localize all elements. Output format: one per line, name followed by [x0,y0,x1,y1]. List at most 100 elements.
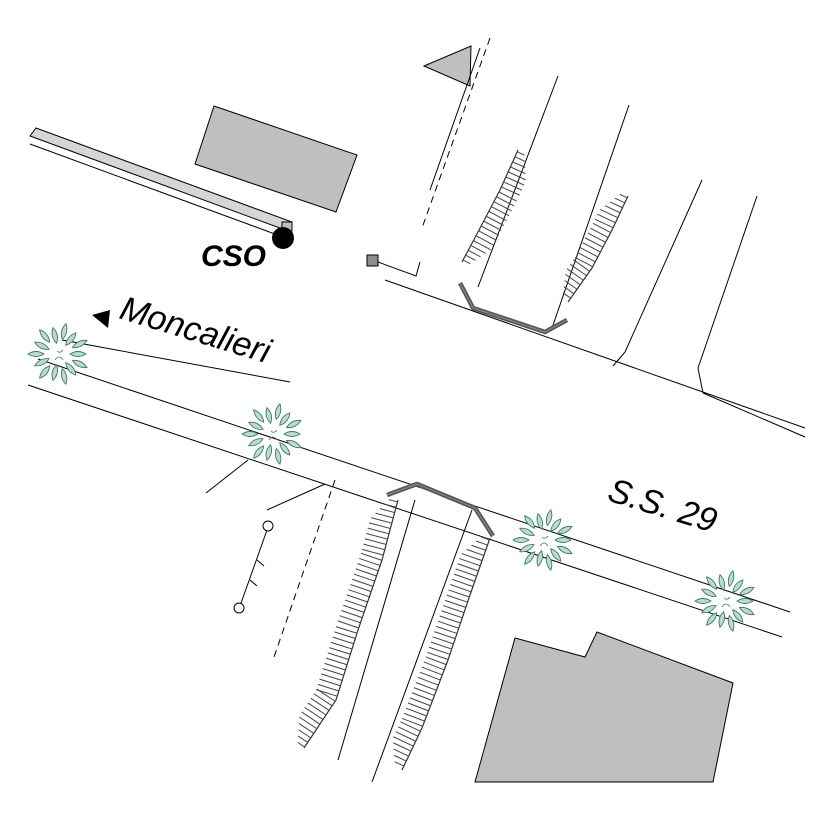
slope-south-left-tick [359,557,381,567]
tree-leaf [512,537,530,543]
tree-leaf [518,527,535,536]
direction-label: Moncalieri [116,289,277,371]
slope-south-right-tick [461,553,483,562]
slope-south-right-tick [480,536,490,541]
tree-leaf [274,447,282,466]
slope-south-left-tick [297,741,305,748]
slope-south-left-tick [297,735,308,743]
north-line-2 [477,75,559,288]
slope-north-left-tick [473,240,491,251]
north-line-4a [624,179,703,353]
south-line-d [371,509,473,783]
slope-north-left-tick [470,244,486,254]
tree-leaf [253,445,265,459]
flag-icon [422,45,472,87]
slope-north-left-edge [461,149,519,263]
north-small-path [377,261,421,277]
slope-south-left-tick [298,729,312,739]
slope-south-left-tick [316,688,336,702]
south-line-c [337,499,416,761]
slope-south-left-tick [301,711,321,725]
slope-south-right-tick [455,568,477,577]
tree-leaf [706,576,718,590]
slope-south-left-tick [322,668,344,676]
tree-leaf [241,431,259,437]
slope-north-right [562,193,629,303]
slope-south-right-tick [400,721,421,732]
slope-south-right-tick [435,625,458,634]
north-line-3 [551,104,630,329]
slope-north-right-edge [567,195,629,303]
slope-south-left-tick [369,522,391,529]
tree-leaf [27,351,45,357]
slope-south-left-tick [334,631,356,639]
rail-strip [29,127,293,238]
slope-south-right-tick [393,748,409,757]
slope-south-left-tick [357,563,379,572]
tree-leaf [51,363,58,382]
slope-south-right-tick [407,702,429,712]
slope-north-left-tick [462,259,471,265]
slope-south-right-tick [421,666,443,676]
slope-south-right-tick [459,558,481,567]
tree-leaf [556,525,573,535]
slope-south-left-tick [344,599,366,608]
tree-center [539,535,549,547]
cso-label: CSO [201,240,266,273]
slope-north-left-tick [488,210,507,222]
slope-south-right-tick [405,707,427,717]
slope-south-left-tick [319,678,341,687]
south-line-a [205,459,249,494]
tree-leaf [732,579,744,593]
tree-leaf [732,609,744,623]
slope-south-right-tick [428,646,451,655]
road-north-edge [384,279,806,429]
tree-icon [27,322,88,386]
slope-north-left-tick [478,230,497,241]
slope-south-left-tick [332,636,354,645]
sign-post-top [262,520,274,532]
slope-south-left-tick [363,543,385,551]
tree-leaf [65,332,77,346]
slope-south-left-tick [388,499,398,503]
slope-south-left-tick [375,512,394,519]
tree-leaf [718,573,725,592]
slope-south-left-tick [325,657,348,666]
tree-leaf [524,551,536,565]
slope-north-left-tick [480,225,500,236]
slope-south-right-tick [450,584,472,593]
slope-south-left-tick [327,652,349,660]
slope-south-left-tick [348,589,370,598]
slope-north-left-tick [512,161,526,168]
sign-tick-1 [256,559,265,567]
ramp-north-inner [459,282,568,333]
slope-south-left-tick [317,683,339,692]
slope-south-right-tick [393,742,412,752]
tree-leaf [285,419,302,429]
bridge-ramps [386,281,569,538]
slope-south-left-tick [337,620,359,629]
tree-leaf [247,438,264,447]
tree-center [268,429,278,441]
slope-north-right-tick [565,273,581,286]
slope-south-left-tick [370,517,392,524]
slope-south-right-tick [466,548,485,556]
slope-north-right-tick [599,208,618,219]
slope-south-right-tick [423,661,445,671]
slope-south-right-tick [457,563,479,572]
tree-leaf [718,610,725,629]
south-dashed-line [272,479,336,661]
slope-north-left-tick [465,254,476,261]
embankment-slopes [297,149,629,771]
slope-south-right-tick [393,736,414,747]
slope-south-right-tick [411,692,433,702]
tree-icon [512,508,573,572]
slope-south-left-tick [310,697,330,711]
slope-north-right-tick [573,259,590,272]
tree-leaf [285,439,302,449]
slope-north-right-tick [597,213,616,224]
tree-leaf [60,367,68,386]
north-line-4b [612,351,626,367]
slope-north-right-tick [566,268,584,281]
